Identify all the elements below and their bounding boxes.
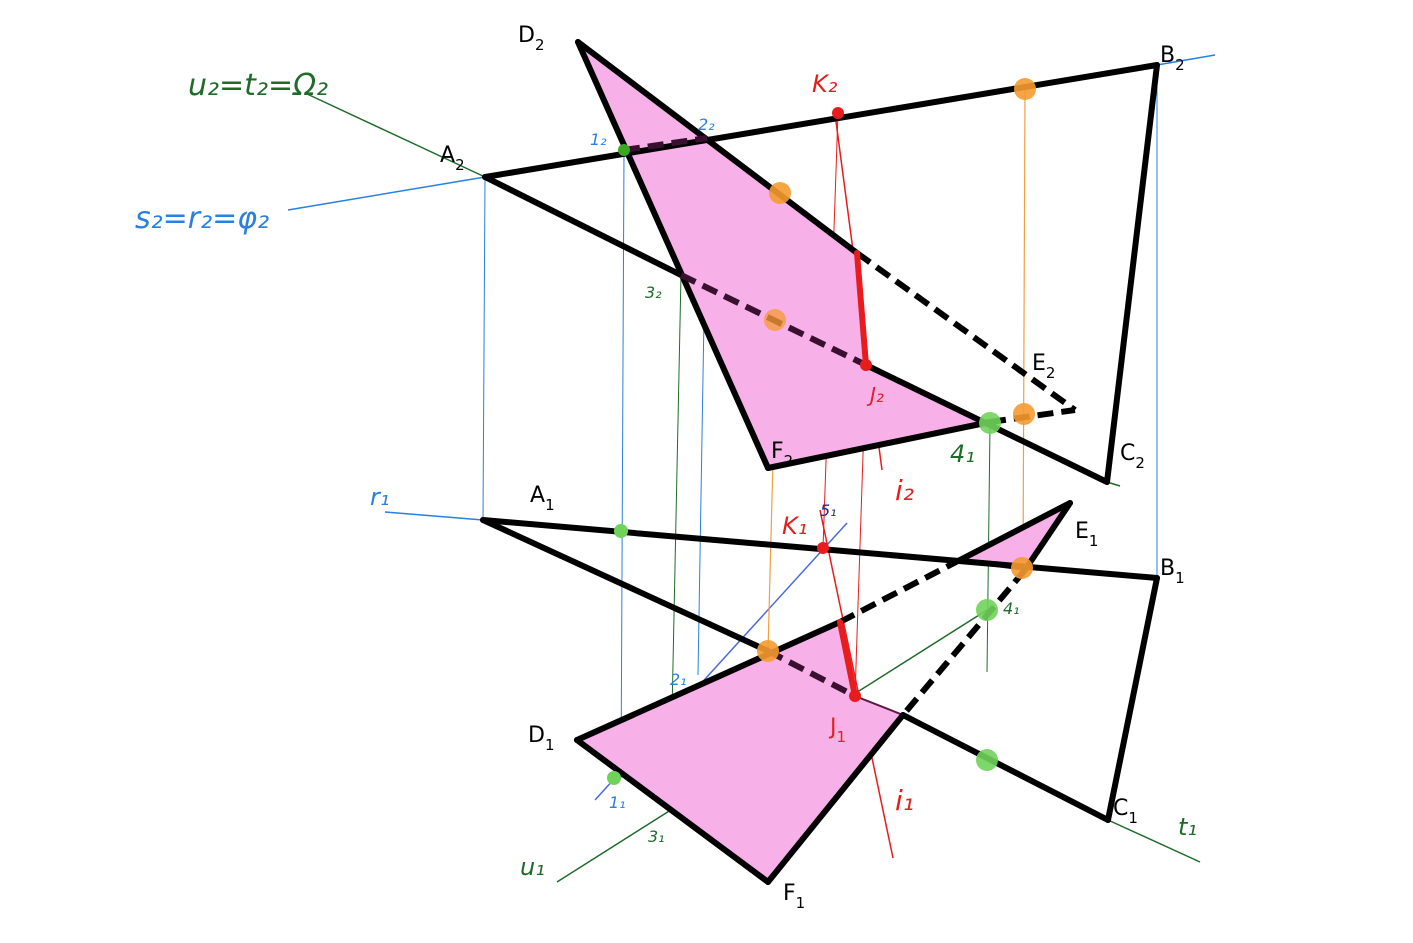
point-j2: [860, 359, 872, 371]
point-orange-df: [769, 182, 791, 204]
label-5-1: 5₁: [820, 501, 837, 520]
point-orange-a1: [757, 640, 779, 662]
point-green-4-top: [976, 599, 998, 621]
vertex-labels: D2 B2 A2 E2 F2 C2 A1 E1 B1 D1 C1 F1 J1: [440, 23, 1185, 912]
hidden-1-2: [623, 135, 708, 153]
label-i2: i₂: [895, 474, 914, 507]
intersection-line: [837, 250, 869, 699]
hidden-e1-f1: [900, 568, 1028, 717]
edge-d2-f2: [575, 39, 771, 471]
point-k1: [817, 542, 829, 554]
point-orange-e2: [1013, 403, 1035, 425]
point-j1: [849, 690, 861, 702]
hidden-a1-j1: [766, 648, 857, 699]
edge-d2-k: [575, 39, 860, 256]
label-t1: t₁: [1178, 813, 1197, 841]
point-orange-b2: [1014, 78, 1036, 100]
label-a1: A1: [530, 483, 555, 514]
line-t1: [1107, 819, 1201, 863]
edge-a1-x: [480, 517, 771, 654]
edge-x-c1: [900, 712, 1111, 823]
recall-1: [620, 149, 625, 779]
edge-e1-right: [1022, 500, 1073, 573]
edge-b2-c2: [1104, 62, 1160, 485]
label-a2: A2: [440, 143, 465, 174]
intersection-front: [854, 250, 869, 368]
label-b1: B1: [1160, 556, 1185, 587]
label-s2-r2-phi2: s₂=r₂=φ₂: [135, 201, 269, 236]
label-2-2: 2₂: [698, 115, 715, 134]
label-4-1: 4₁: [1003, 599, 1020, 618]
label-d2: D2: [518, 23, 545, 54]
line-i1: [819, 509, 894, 859]
label-2-1: 2₁: [670, 670, 687, 689]
line-b2-extension: [1156, 54, 1216, 66]
triangle-def-lower-face: [575, 620, 905, 884]
label-b2: B2: [1160, 43, 1185, 74]
label-j1: J1: [828, 715, 846, 746]
handwritten-labels: u₂=t₂=Ω₂ s₂=r₂=φ₂ r₁ u₁ t₁ K₂ K₁ i₂ i₁ J…: [135, 68, 1197, 881]
point-green-1-top: [607, 771, 621, 785]
recall-orange-2: [1022, 88, 1026, 569]
label-3-1: 3₁: [648, 827, 665, 846]
line-u2: [304, 92, 486, 178]
intersection-top: [837, 619, 858, 699]
label-k2: K₂: [812, 70, 838, 98]
line-r1: [384, 511, 484, 521]
label-c1: C1: [1113, 796, 1138, 827]
label-f1: F1: [783, 881, 805, 912]
edge-f1-x: [765, 712, 906, 885]
edge-e1-top: [955, 500, 1073, 564]
point-green-4-front: [979, 412, 1001, 434]
label-r1: r₁: [370, 483, 390, 511]
point-orange-e1: [1011, 557, 1033, 579]
recall-a: [482, 176, 486, 521]
line-s2-r2: [287, 176, 486, 211]
label-3-2: 3₂: [645, 283, 662, 302]
label-k1: K₁: [782, 512, 807, 540]
label-f2: F2: [771, 439, 793, 470]
point-k2: [832, 107, 844, 119]
label-u1: u₁: [520, 853, 545, 881]
label-4-1-front: 4₁: [950, 440, 975, 468]
label-c2: C2: [1120, 441, 1145, 472]
label-d1: D1: [528, 723, 555, 754]
edge-b1-c1: [1105, 575, 1160, 823]
points: [607, 78, 1036, 785]
hidden-k-e2: [855, 250, 1077, 413]
label-i1: i₁: [895, 784, 914, 817]
edge-f2-e2: [765, 419, 993, 471]
edge-d1-x: [574, 619, 843, 743]
label-e1: E1: [1075, 519, 1098, 550]
label-j2: J₂: [866, 383, 884, 407]
edge-a2-3: [482, 174, 684, 278]
label-1-2: 1₂: [590, 130, 607, 149]
point-orange-mid: [764, 309, 786, 331]
edge-a2-b2: [482, 62, 1160, 180]
edge-d1-f1: [574, 737, 771, 885]
hidden-4-e2: [989, 407, 1076, 425]
point-green-1-2: [618, 144, 630, 156]
point-green-c1: [976, 749, 998, 771]
label-u2-t2-o2: u₂=t₂=Ω₂: [188, 68, 328, 103]
label-e2: E2: [1032, 351, 1055, 382]
hidden-d1-e1: [838, 558, 960, 625]
point-green-a1b1: [614, 524, 628, 538]
label-1-1: 1₁: [609, 793, 626, 812]
